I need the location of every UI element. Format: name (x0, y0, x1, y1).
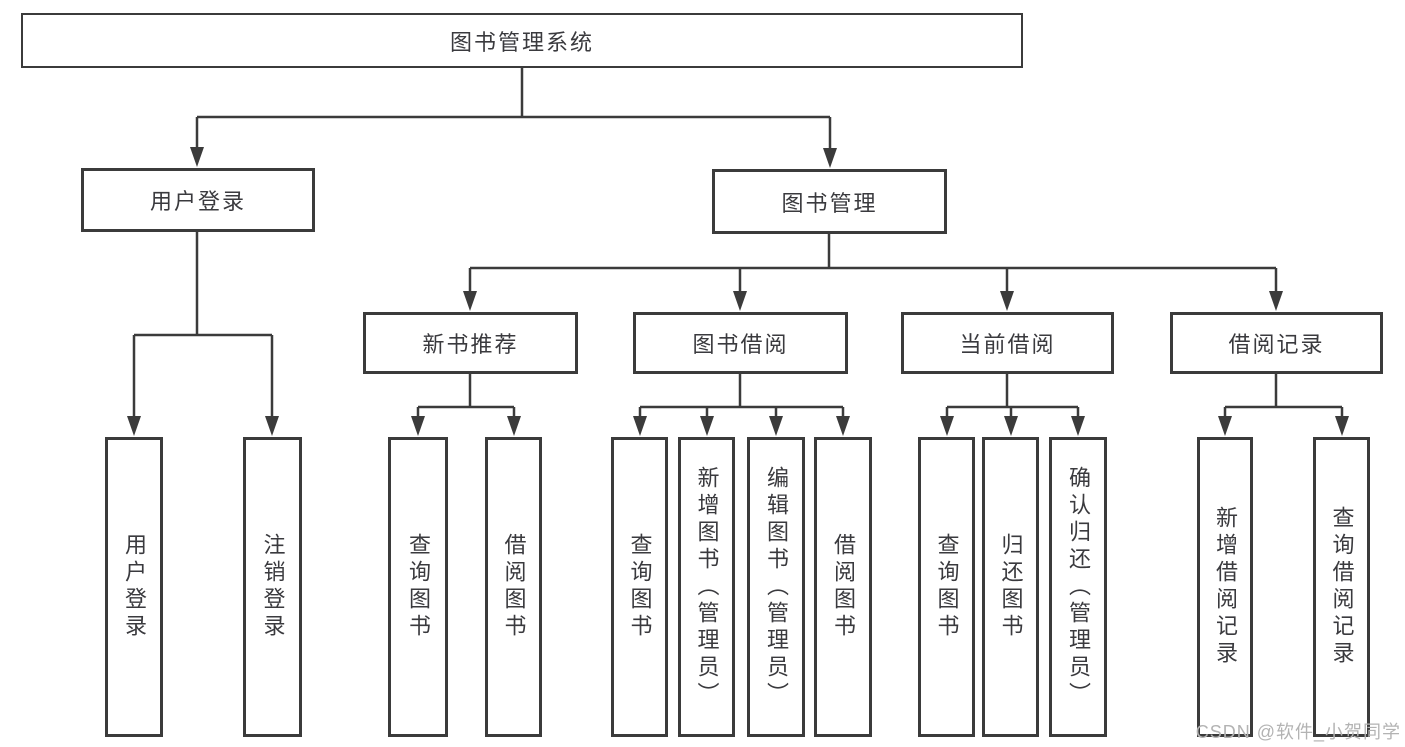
leaf-user-login-label: 用户登录 (122, 533, 147, 641)
leaf-query-borrow-record-label: 查询借阅记录 (1329, 506, 1355, 668)
leaf-query-books-borrow-label: 查询图书 (627, 533, 653, 641)
leaf-borrow-books-rec: 借阅图书 (485, 437, 542, 737)
leaf-confirm-return-admin: 确认归还（管理员） (1049, 437, 1107, 737)
leaf-edit-books-admin: 编辑图书（管理员） (747, 437, 805, 737)
csdn-watermark: CSDN @软件_小贺同学 (1195, 722, 1401, 742)
leaf-edit-books-admin-label: 编辑图书（管理员） (764, 465, 789, 709)
node-book-borrowing: 图书借阅 (633, 312, 848, 374)
leaf-add-books-admin-label: 新增图书（管理员） (694, 465, 720, 709)
node-library-management-system: 图书管理系统 (21, 13, 1023, 68)
connector-new-book-rec-to-leaves (411, 374, 521, 436)
leaf-add-borrow-record: 新增借阅记录 (1197, 437, 1253, 737)
leaf-logout: 注销登录 (243, 437, 302, 737)
leaf-query-books-rec-label: 查询图书 (406, 533, 431, 641)
node-library-management-system-label: 图书管理系统 (449, 29, 594, 55)
leaf-logout-label: 注销登录 (260, 533, 286, 641)
leaf-borrow-books-label: 借阅图书 (831, 533, 856, 641)
leaf-add-books-admin: 新增图书（管理员） (678, 437, 735, 737)
node-book-management-label: 图书管理 (781, 190, 878, 216)
node-user-login: 用户登录 (81, 168, 315, 232)
leaf-return-books: 归还图书 (982, 437, 1039, 737)
node-book-borrowing-label: 图书借阅 (692, 332, 789, 357)
connector-book-borrowing-to-leaves (633, 374, 850, 436)
leaf-query-borrow-record: 查询借阅记录 (1313, 437, 1370, 737)
leaf-borrow-books: 借阅图书 (814, 437, 872, 737)
leaf-query-books-borrow: 查询图书 (611, 437, 668, 737)
node-book-management: 图书管理 (712, 169, 947, 234)
leaf-add-borrow-record-label: 新增借阅记录 (1213, 506, 1238, 668)
leaf-query-books-current-label: 查询图书 (934, 533, 960, 641)
node-current-borrowing-label: 当前借阅 (959, 332, 1056, 357)
node-borrowing-records: 借阅记录 (1170, 312, 1383, 374)
leaf-return-books-label: 归还图书 (998, 533, 1024, 641)
node-user-login-label: 用户登录 (149, 189, 246, 214)
leaf-user-login: 用户登录 (105, 437, 163, 737)
connector-current-borrowing-to-leaves (940, 374, 1085, 436)
connector-root-to-level2 (190, 68, 837, 168)
leaf-query-books-rec: 查询图书 (388, 437, 448, 737)
leaf-confirm-return-admin-label: 确认归还（管理员） (1066, 465, 1091, 709)
connector-borrowing-records-to-leaves (1218, 374, 1349, 436)
leaf-query-books-current: 查询图书 (918, 437, 975, 737)
node-new-book-recommendation-label: 新书推荐 (422, 332, 519, 357)
connector-book-management-to-level3 (463, 234, 1283, 311)
node-current-borrowing: 当前借阅 (901, 312, 1114, 374)
connector-user-login-to-leaves (127, 232, 279, 436)
node-new-book-recommendation: 新书推荐 (363, 312, 578, 374)
node-borrowing-records-label: 借阅记录 (1228, 332, 1325, 357)
leaf-borrow-books-rec-label: 借阅图书 (501, 533, 527, 641)
